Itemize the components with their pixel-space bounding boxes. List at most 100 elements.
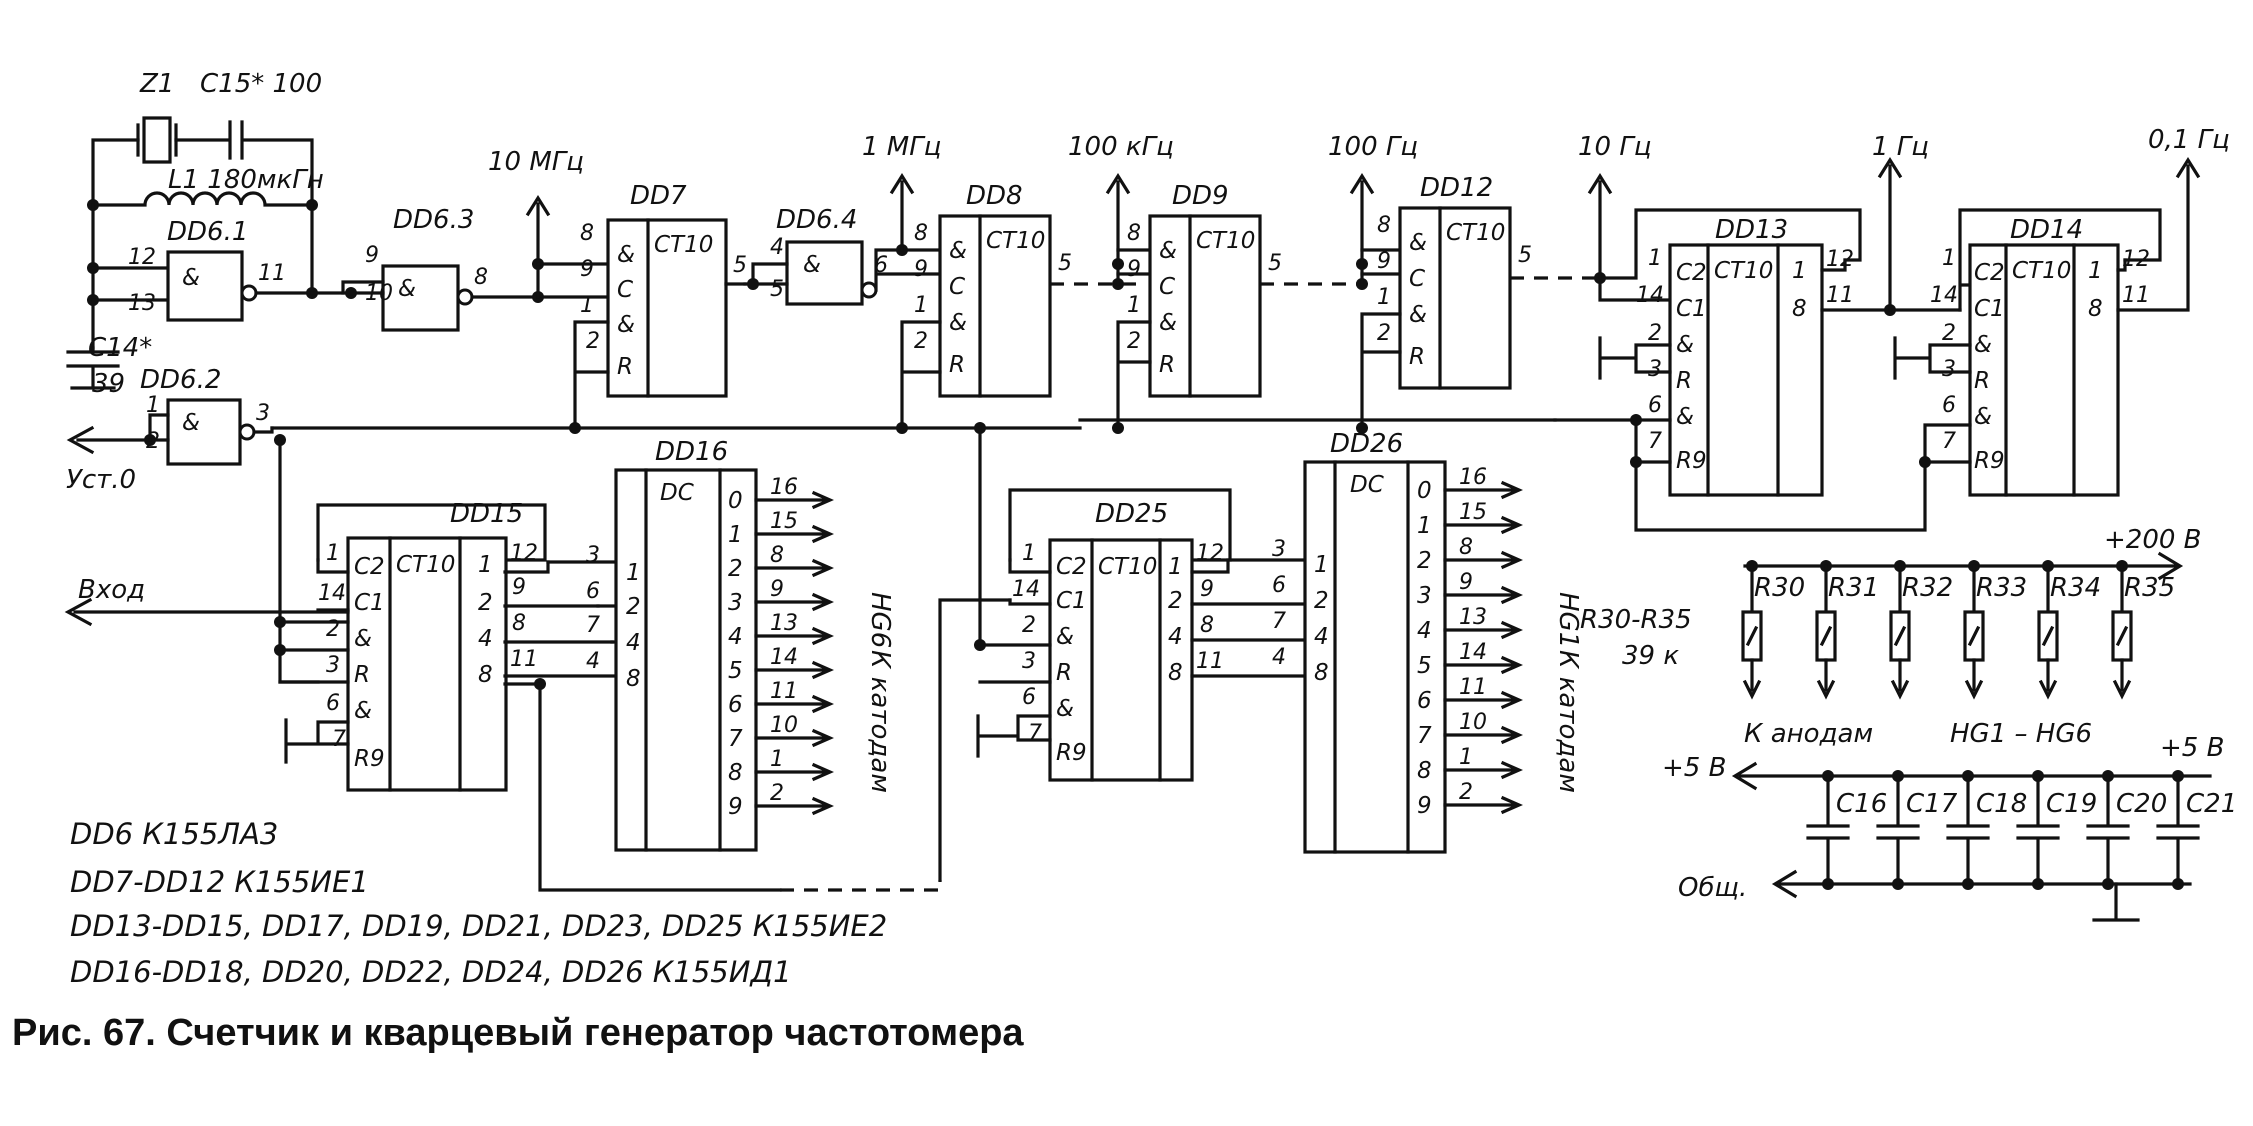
input-label: C2 xyxy=(1056,554,1087,580)
input-label: 4 xyxy=(626,630,641,656)
crystal-z1 xyxy=(136,116,178,164)
pin-label: 13 xyxy=(128,291,156,316)
pin-label: 2 xyxy=(586,329,600,354)
note-line: DD13-DD15, DD17, DD19, DD21, DD23, DD25 … xyxy=(70,909,887,943)
freq-label-1mhz: 1 МГц xyxy=(862,132,941,162)
pin-label: 1 xyxy=(326,541,340,566)
pin-label: 5 xyxy=(1058,251,1072,276)
to-cathodes-label: К катодам xyxy=(1553,650,1583,793)
pin-label: 14 xyxy=(770,645,798,670)
input-label: C1 xyxy=(1676,296,1707,322)
input-label: 1 xyxy=(1314,552,1329,578)
pin-label: 9 xyxy=(1200,577,1214,602)
counter-dd14-group: DD14 CT10 1 14 2 3 6 7 C2 C1 & R & R9 1 … xyxy=(1893,125,2230,497)
pin-label: 3 xyxy=(326,653,340,678)
output-label: 1 xyxy=(1792,258,1807,284)
oscillator-section: Z1 C15* 100 L1 180мкГн DD6.1 & 12 13 11 … xyxy=(66,69,345,399)
dd16-name: DD16 xyxy=(655,437,728,467)
input-label: & xyxy=(354,626,372,652)
counter-dd15 xyxy=(346,536,508,792)
stage-dd9: 100 кГц DD9 CT10 8 9 1 2 & C & R 5 xyxy=(1068,132,1362,430)
input-label: C1 xyxy=(354,590,385,616)
pin-label: 12 xyxy=(1826,247,1854,272)
pin-label: 16 xyxy=(770,475,798,500)
pin-label: 6 xyxy=(1942,393,1956,418)
stage-dd8: DD6.4 & 4 5 6 1 МГц DD8 CT10 8 9 1 2 & C… xyxy=(743,132,1140,430)
resistor-label: R32 xyxy=(1902,573,1953,603)
ground-symbol xyxy=(1598,336,1672,380)
resistor-label: R31 xyxy=(1828,573,1879,603)
capacitor-symbol xyxy=(2156,774,2200,886)
pin-label: 3 xyxy=(1272,537,1286,562)
input-label: & xyxy=(1056,696,1074,722)
pin-label: 3 xyxy=(256,401,270,426)
pin-label: 6 xyxy=(326,691,340,716)
input-label: C2 xyxy=(1974,260,2005,286)
capacitor-symbol xyxy=(1876,774,1920,886)
pin-label: 3 xyxy=(586,543,600,568)
pin-label: 8 xyxy=(914,221,928,246)
cathode-output-arrow xyxy=(754,762,834,782)
inductor-l1 xyxy=(91,191,314,207)
output-label: 1 xyxy=(478,552,493,578)
pin-label: 14 xyxy=(1012,577,1040,602)
anode-arrow xyxy=(1964,625,1984,700)
to-cathodes-label: К катодам xyxy=(865,650,895,793)
pin-label: 6 xyxy=(1648,393,1662,418)
pin-label: 9 xyxy=(580,257,594,282)
pin-label: 1 xyxy=(1459,745,1473,770)
pin-label: 2 xyxy=(1648,321,1662,346)
pin-label: 15 xyxy=(1459,500,1487,525)
common-line xyxy=(1771,869,2192,899)
pin-label: 14 xyxy=(1930,283,1958,308)
pin-label: 9 xyxy=(1459,570,1473,595)
input-label: R xyxy=(617,354,633,380)
supply-5v-right-label: +5 В xyxy=(2160,733,2224,763)
pin-label: 9 xyxy=(1127,257,1141,282)
resistor-value-label: 39 к xyxy=(1622,641,1679,671)
anode-arrow xyxy=(1816,625,1836,700)
pin-label: 11 xyxy=(1196,649,1224,674)
pin-label: 2 xyxy=(1942,321,1956,346)
decoder-output-label: 4 xyxy=(728,624,743,650)
supply-5v-line xyxy=(1731,761,2212,791)
pin-label: 12 xyxy=(510,541,538,566)
cathode-output-arrow xyxy=(1443,480,1523,500)
input-label: & xyxy=(1974,332,1992,358)
pin-label: 8 xyxy=(1127,221,1141,246)
gate-dd6-4 xyxy=(785,240,864,306)
func-label: CT10 xyxy=(654,232,713,258)
capacitor-label: C16 xyxy=(1836,789,1887,819)
pin-label: 8 xyxy=(580,221,594,246)
func-label: CT10 xyxy=(1446,220,1505,246)
func-label: CT10 xyxy=(1714,258,1773,284)
note-line: DD6 К155ЛА3 xyxy=(70,817,278,851)
input-label: & xyxy=(354,698,372,724)
counter-dd13-group: 10 Гц DD13 CT10 1 14 2 3 6 7 C2 C1 & R &… xyxy=(1553,132,1962,532)
cathode-output-arrow xyxy=(754,558,834,578)
pin-label: 16 xyxy=(1459,465,1487,490)
input-label: C xyxy=(949,274,965,300)
decoder-dd26 xyxy=(1303,460,1447,854)
counter-dd25-group: DD25 CT10 1 14 2 3 6 7 C2 C1 & R & R9 1 … xyxy=(974,426,1307,782)
dd64-name: DD6.4 xyxy=(776,205,857,235)
cathode-output-arrow xyxy=(754,660,834,680)
gate-dd6-1 xyxy=(166,250,244,322)
counter-dd9 xyxy=(1148,214,1262,398)
input-label: C1 xyxy=(1056,588,1087,614)
gate-dd6-2 xyxy=(166,398,242,466)
capacitor-label: C20 xyxy=(2116,789,2167,819)
counter-dd14 xyxy=(1968,243,2120,497)
decoder-output-label: 8 xyxy=(728,760,743,786)
func-label: CT10 xyxy=(1196,228,1255,254)
capacitor-symbol xyxy=(1806,774,1850,886)
pin-label: 2 xyxy=(1022,613,1036,638)
input-label: R xyxy=(1974,368,1990,394)
output-arrow xyxy=(525,194,551,299)
decoder-output-label: 3 xyxy=(728,590,743,616)
pin-label: 7 xyxy=(332,727,346,752)
pin-label: 9 xyxy=(914,257,928,282)
pin-label: 1 xyxy=(1942,246,1956,271)
note-line: DD7-DD12 К155ИЕ1 xyxy=(70,865,369,899)
